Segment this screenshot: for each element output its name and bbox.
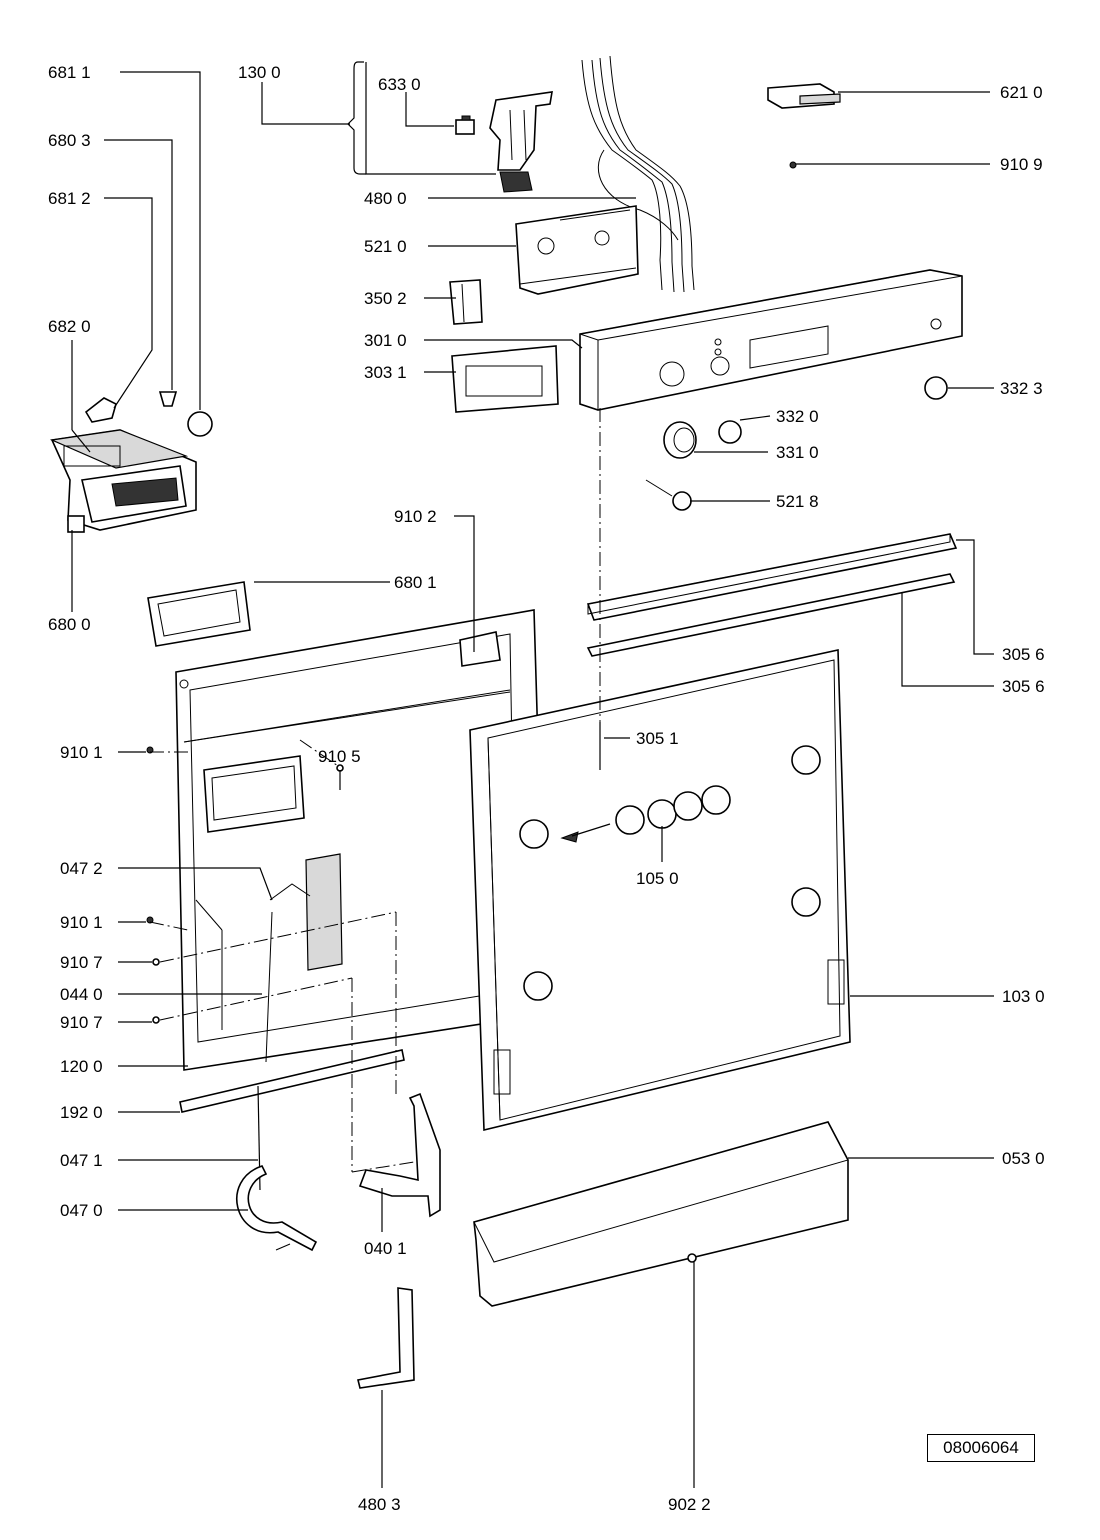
part-301-0 — [579, 269, 963, 411]
label-680-0: 680 0 — [48, 615, 91, 634]
label-331-0: 331 0 — [776, 443, 819, 462]
label-105-0: 105 0 — [636, 869, 679, 888]
label-680-1: 680 1 — [394, 573, 437, 592]
label-680-3: 680 3 — [48, 131, 91, 150]
part-910-1-b — [146, 916, 154, 924]
label-521-8: 521 8 — [776, 492, 819, 511]
part-521-0 — [515, 205, 639, 295]
label-053-0: 053 0 — [1002, 1149, 1045, 1168]
part-047-0 — [236, 1165, 318, 1252]
label-681-2: 681 2 — [48, 189, 91, 208]
label-480-3: 480 3 — [358, 1495, 401, 1514]
part-350-2 — [449, 279, 483, 325]
part-192-0 — [179, 1049, 405, 1113]
part-902-2 — [687, 1253, 697, 1263]
label-633-0: 633 0 — [378, 75, 421, 94]
part-910-7-b — [152, 1016, 160, 1024]
label-301-0: 301 0 — [364, 331, 407, 350]
alignment-lines — [149, 408, 601, 1173]
part-633-0 — [455, 115, 475, 135]
label-910-9: 910 9 — [1000, 155, 1043, 174]
part-053-0 — [473, 1121, 849, 1307]
part-305-6-a — [586, 533, 958, 621]
callout-labels: 681 1 680 3 681 2 682 0 680 0 130 0 633 … — [48, 63, 1045, 1514]
label-910-7-a: 910 7 — [60, 953, 103, 972]
label-103-0: 103 0 — [1002, 987, 1045, 1006]
part-305-6-b — [586, 573, 956, 657]
label-910-2: 910 2 — [394, 507, 437, 526]
label-047-1: 047 1 — [60, 1151, 103, 1170]
label-332-0: 332 0 — [776, 407, 819, 426]
part-044-0 — [265, 883, 311, 1063]
label-130-0: 130 0 — [238, 63, 281, 82]
part-680-1 — [147, 581, 251, 647]
part-621-0 — [767, 83, 841, 109]
label-040-1: 040 1 — [364, 1239, 407, 1258]
label-305-6-a: 305 6 — [1002, 645, 1045, 664]
part-680-0 — [49, 429, 197, 533]
label-621-0: 621 0 — [1000, 83, 1043, 102]
part-681-2 — [84, 397, 117, 423]
part-681-1 — [187, 411, 213, 437]
label-910-5: 910 5 — [318, 747, 361, 766]
label-047-2: 047 2 — [60, 859, 103, 878]
part-303-1 — [451, 345, 559, 413]
label-332-3: 332 3 — [1000, 379, 1043, 398]
part-332-3 — [924, 376, 948, 400]
part-040-1 — [358, 1092, 441, 1218]
label-120-0: 120 0 — [60, 1057, 103, 1076]
label-681-1: 681 1 — [48, 63, 91, 82]
label-910-7-b: 910 7 — [60, 1013, 103, 1032]
label-902-2: 902 2 — [668, 1495, 711, 1514]
part-331-0 — [663, 421, 697, 459]
part-480-0 — [489, 91, 553, 193]
label-521-0: 521 0 — [364, 237, 407, 256]
part-480-3 — [357, 1287, 415, 1389]
label-305-1: 305 1 — [636, 729, 679, 748]
part-332-0 — [718, 420, 742, 444]
label-192-0: 192 0 — [60, 1103, 103, 1122]
part-680-3 — [158, 391, 178, 407]
part-910-9 — [789, 161, 797, 169]
part-wire-harness — [581, 55, 695, 293]
leader-lines — [71, 61, 994, 1488]
part-521-8 — [645, 479, 692, 511]
label-910-1-a: 910 1 — [60, 743, 103, 762]
part-910-7-a — [152, 958, 160, 966]
drawing-reference-number: 08006064 — [927, 1434, 1035, 1462]
label-303-1: 303 1 — [364, 363, 407, 382]
label-910-1-b: 910 1 — [60, 913, 103, 932]
label-047-0: 047 0 — [60, 1201, 103, 1220]
label-480-0: 480 0 — [364, 189, 407, 208]
label-682-0: 682 0 — [48, 317, 91, 336]
label-044-0: 044 0 — [60, 985, 103, 1004]
label-305-6-b: 305 6 — [1002, 677, 1045, 696]
part-103-0 — [469, 649, 851, 1132]
label-350-2: 350 2 — [364, 289, 407, 308]
